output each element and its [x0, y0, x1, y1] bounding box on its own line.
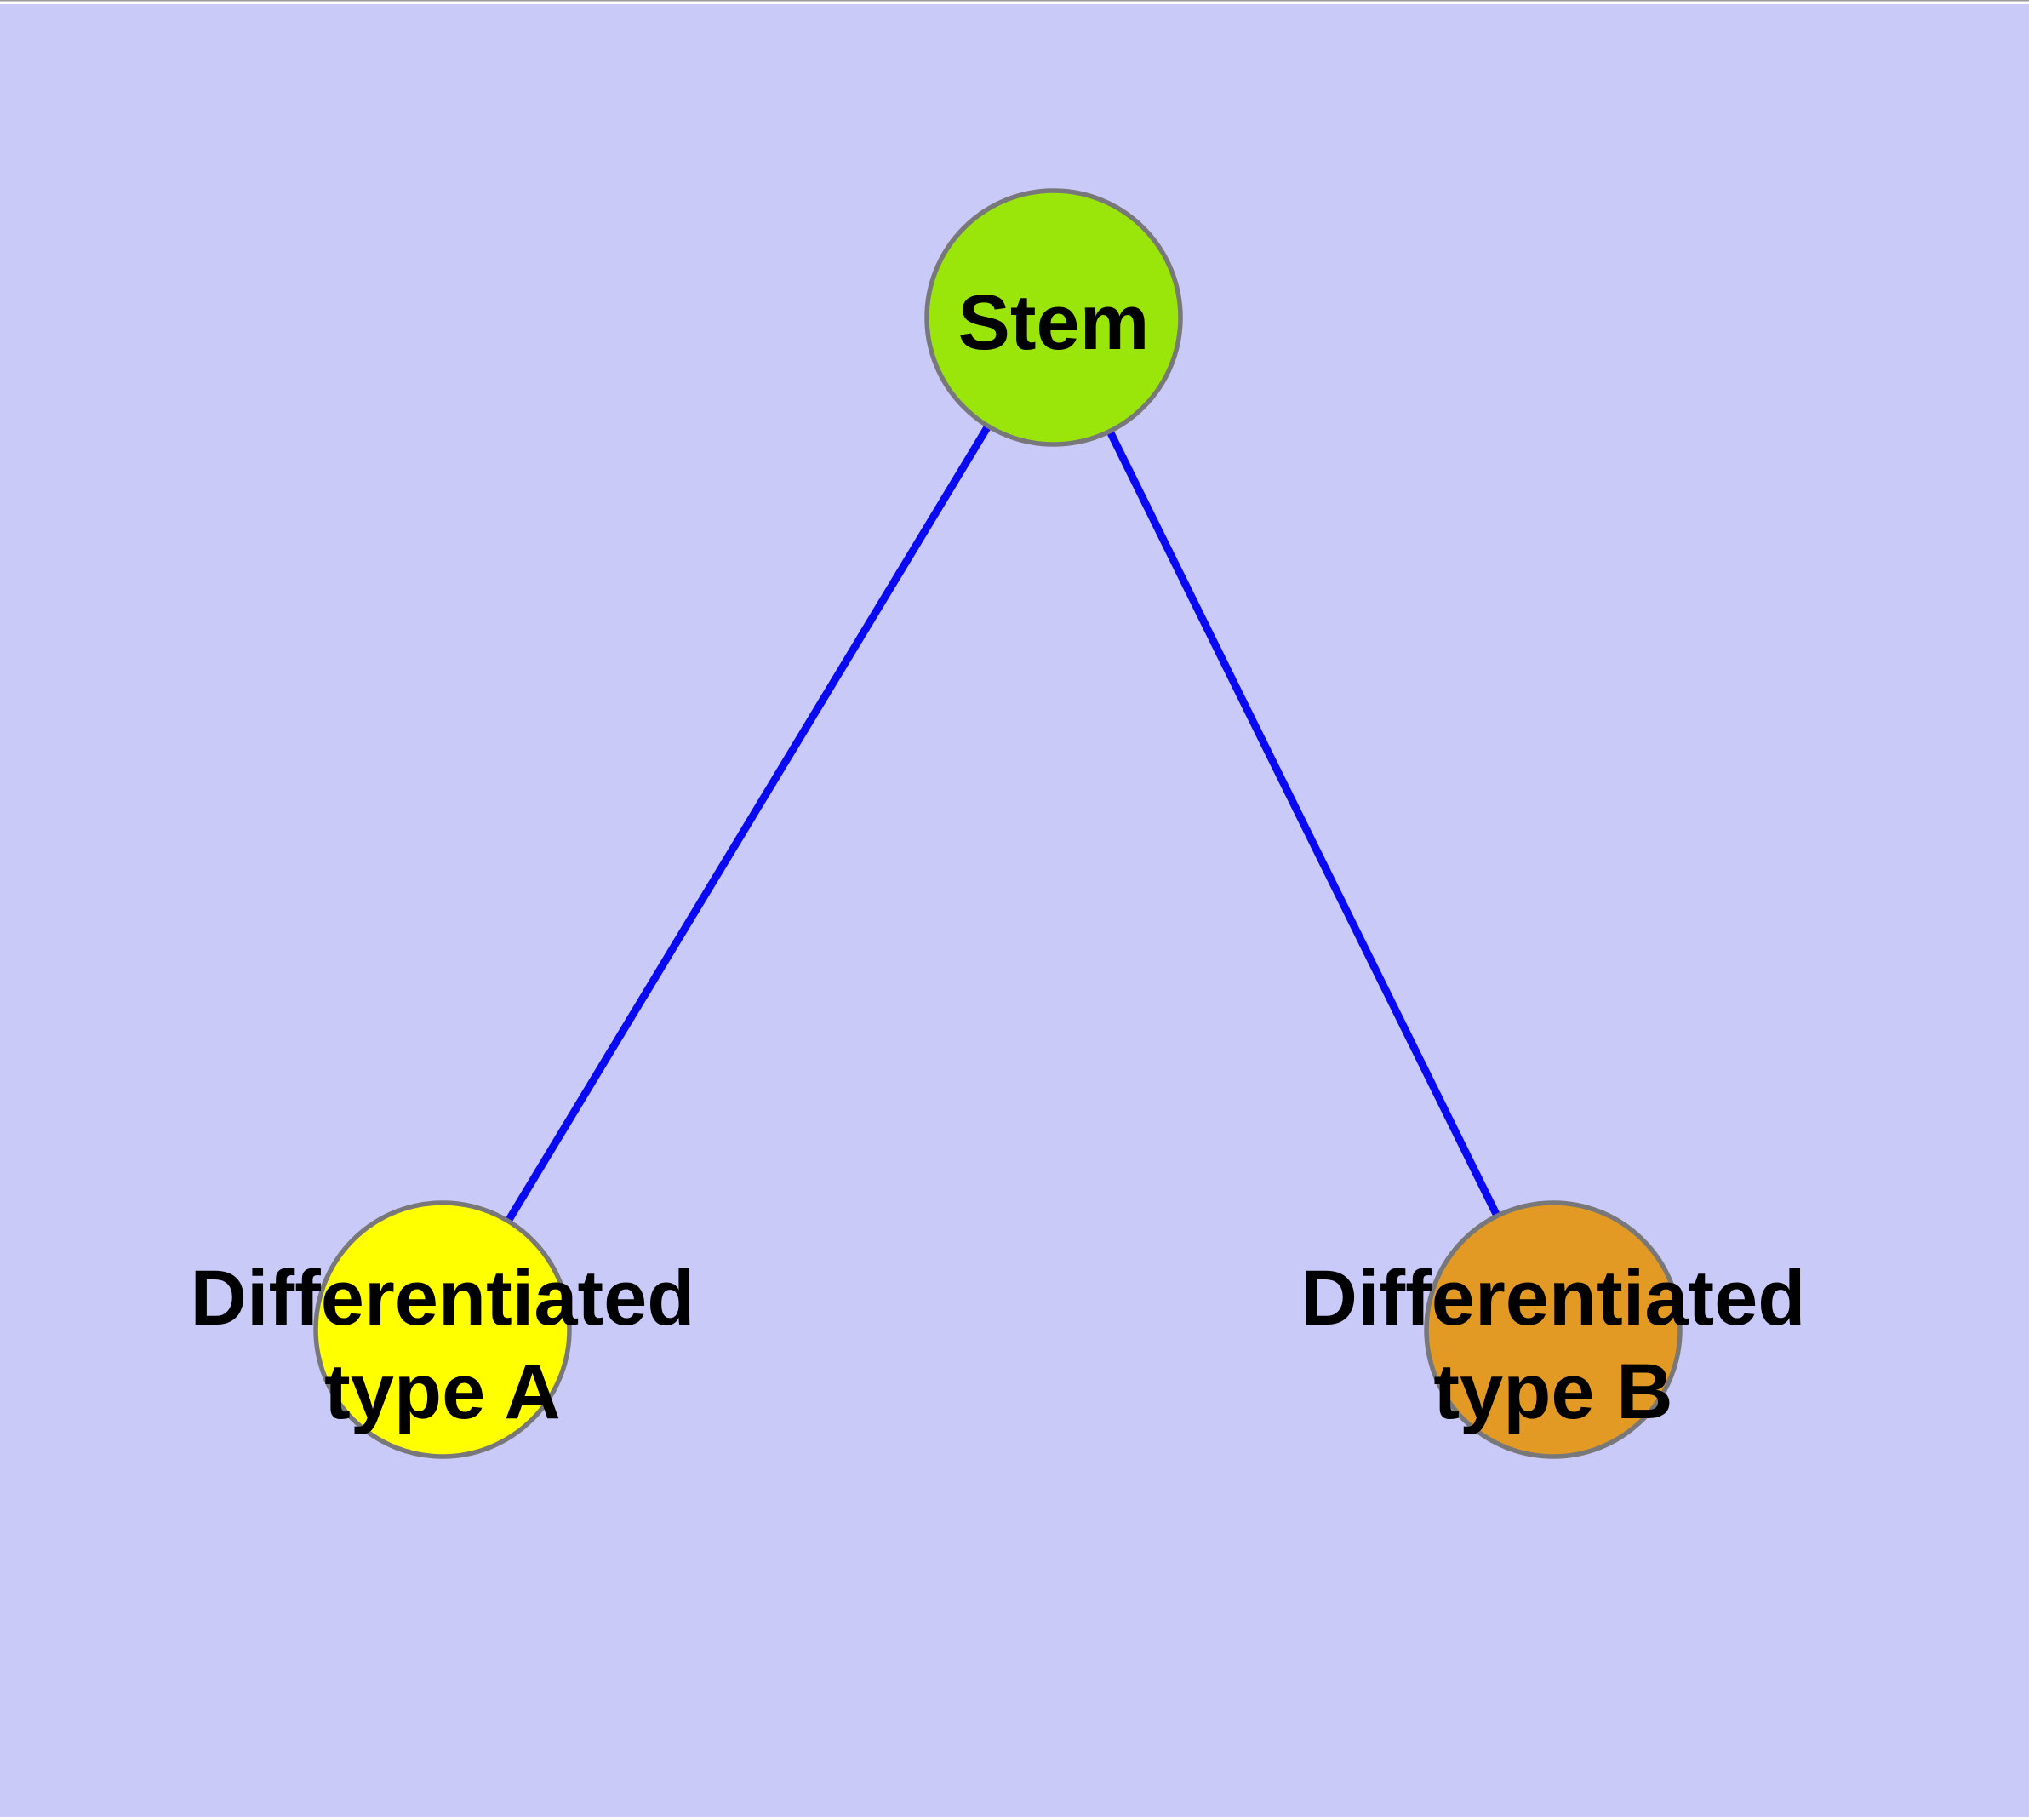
node-stem-circle [924, 188, 1183, 447]
edge-stem-to-differentiated-type-a [439, 315, 1057, 1332]
node-differentiated-type-a-label-line1: Differentiated [191, 1255, 695, 1342]
node-differentiated-type-b-label-line2: type B [1433, 1348, 1672, 1435]
node-differentiated-type-b: Differentiated type B [1301, 1200, 1806, 1459]
node-stem-label: Stem [958, 279, 1150, 366]
edge-stem-to-differentiated-type-b [1049, 316, 1557, 1331]
node-differentiated-type-b-circle [1424, 1200, 1683, 1459]
node-differentiated-type-a-circle [313, 1200, 572, 1459]
bottom-edge-strip [0, 1817, 2029, 1820]
top-edge-strip [0, 1, 2029, 4]
top-edge-line [0, 0, 2029, 2]
node-stem: Stem [924, 188, 1183, 447]
node-differentiated-type-a-label-line2: type A [324, 1348, 561, 1435]
node-differentiated-type-b-label-line1: Differentiated [1301, 1255, 1806, 1342]
node-differentiated-type-a: Differentiated type A [191, 1200, 695, 1459]
